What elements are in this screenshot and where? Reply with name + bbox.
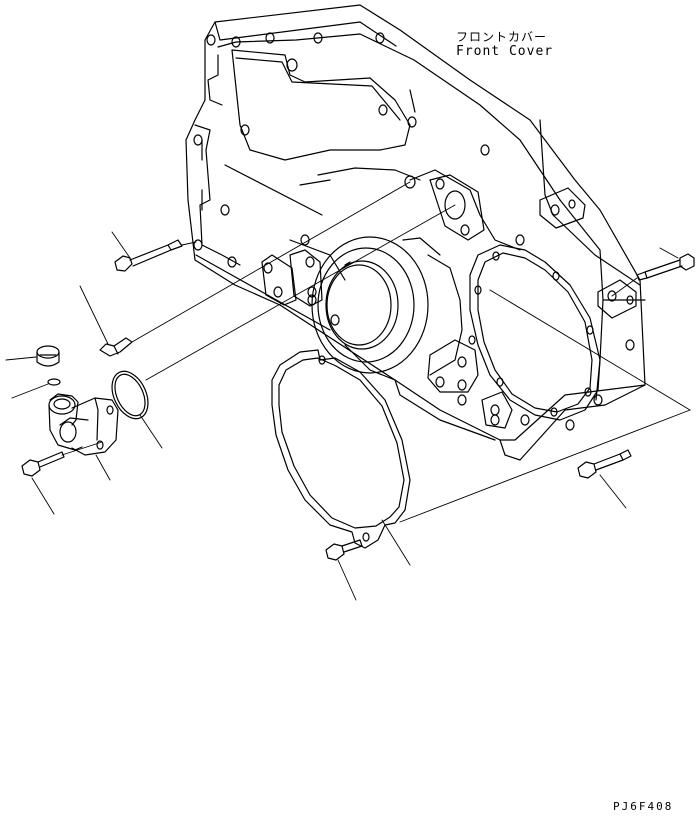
upper-window bbox=[232, 50, 410, 160]
bolt-right-lower bbox=[578, 450, 631, 478]
front-cover-housing bbox=[186, 5, 645, 460]
drawing-code: PJ6F408 bbox=[613, 800, 674, 813]
plug bbox=[37, 346, 59, 366]
dowel-pin bbox=[100, 338, 132, 356]
small-o-ring bbox=[48, 379, 60, 385]
housing-bolt-holes bbox=[194, 33, 634, 430]
elbow-fitting bbox=[49, 394, 118, 455]
leader-lines bbox=[6, 232, 678, 600]
assembly-lines bbox=[62, 182, 690, 522]
housing-bosses bbox=[262, 175, 636, 428]
bolt-small-left bbox=[22, 452, 64, 476]
bolt-bottom bbox=[326, 540, 362, 560]
part-label-english: Front Cover bbox=[456, 44, 554, 59]
bolt-left-upper bbox=[115, 240, 182, 271]
crank-opening bbox=[312, 237, 440, 373]
right-opening bbox=[469, 245, 600, 420]
bolt-right-upper bbox=[637, 254, 694, 280]
gasket bbox=[272, 350, 410, 548]
o-ring bbox=[105, 366, 155, 425]
part-label-japanese: フロントカバー bbox=[456, 30, 548, 44]
housing-outline bbox=[186, 5, 645, 440]
